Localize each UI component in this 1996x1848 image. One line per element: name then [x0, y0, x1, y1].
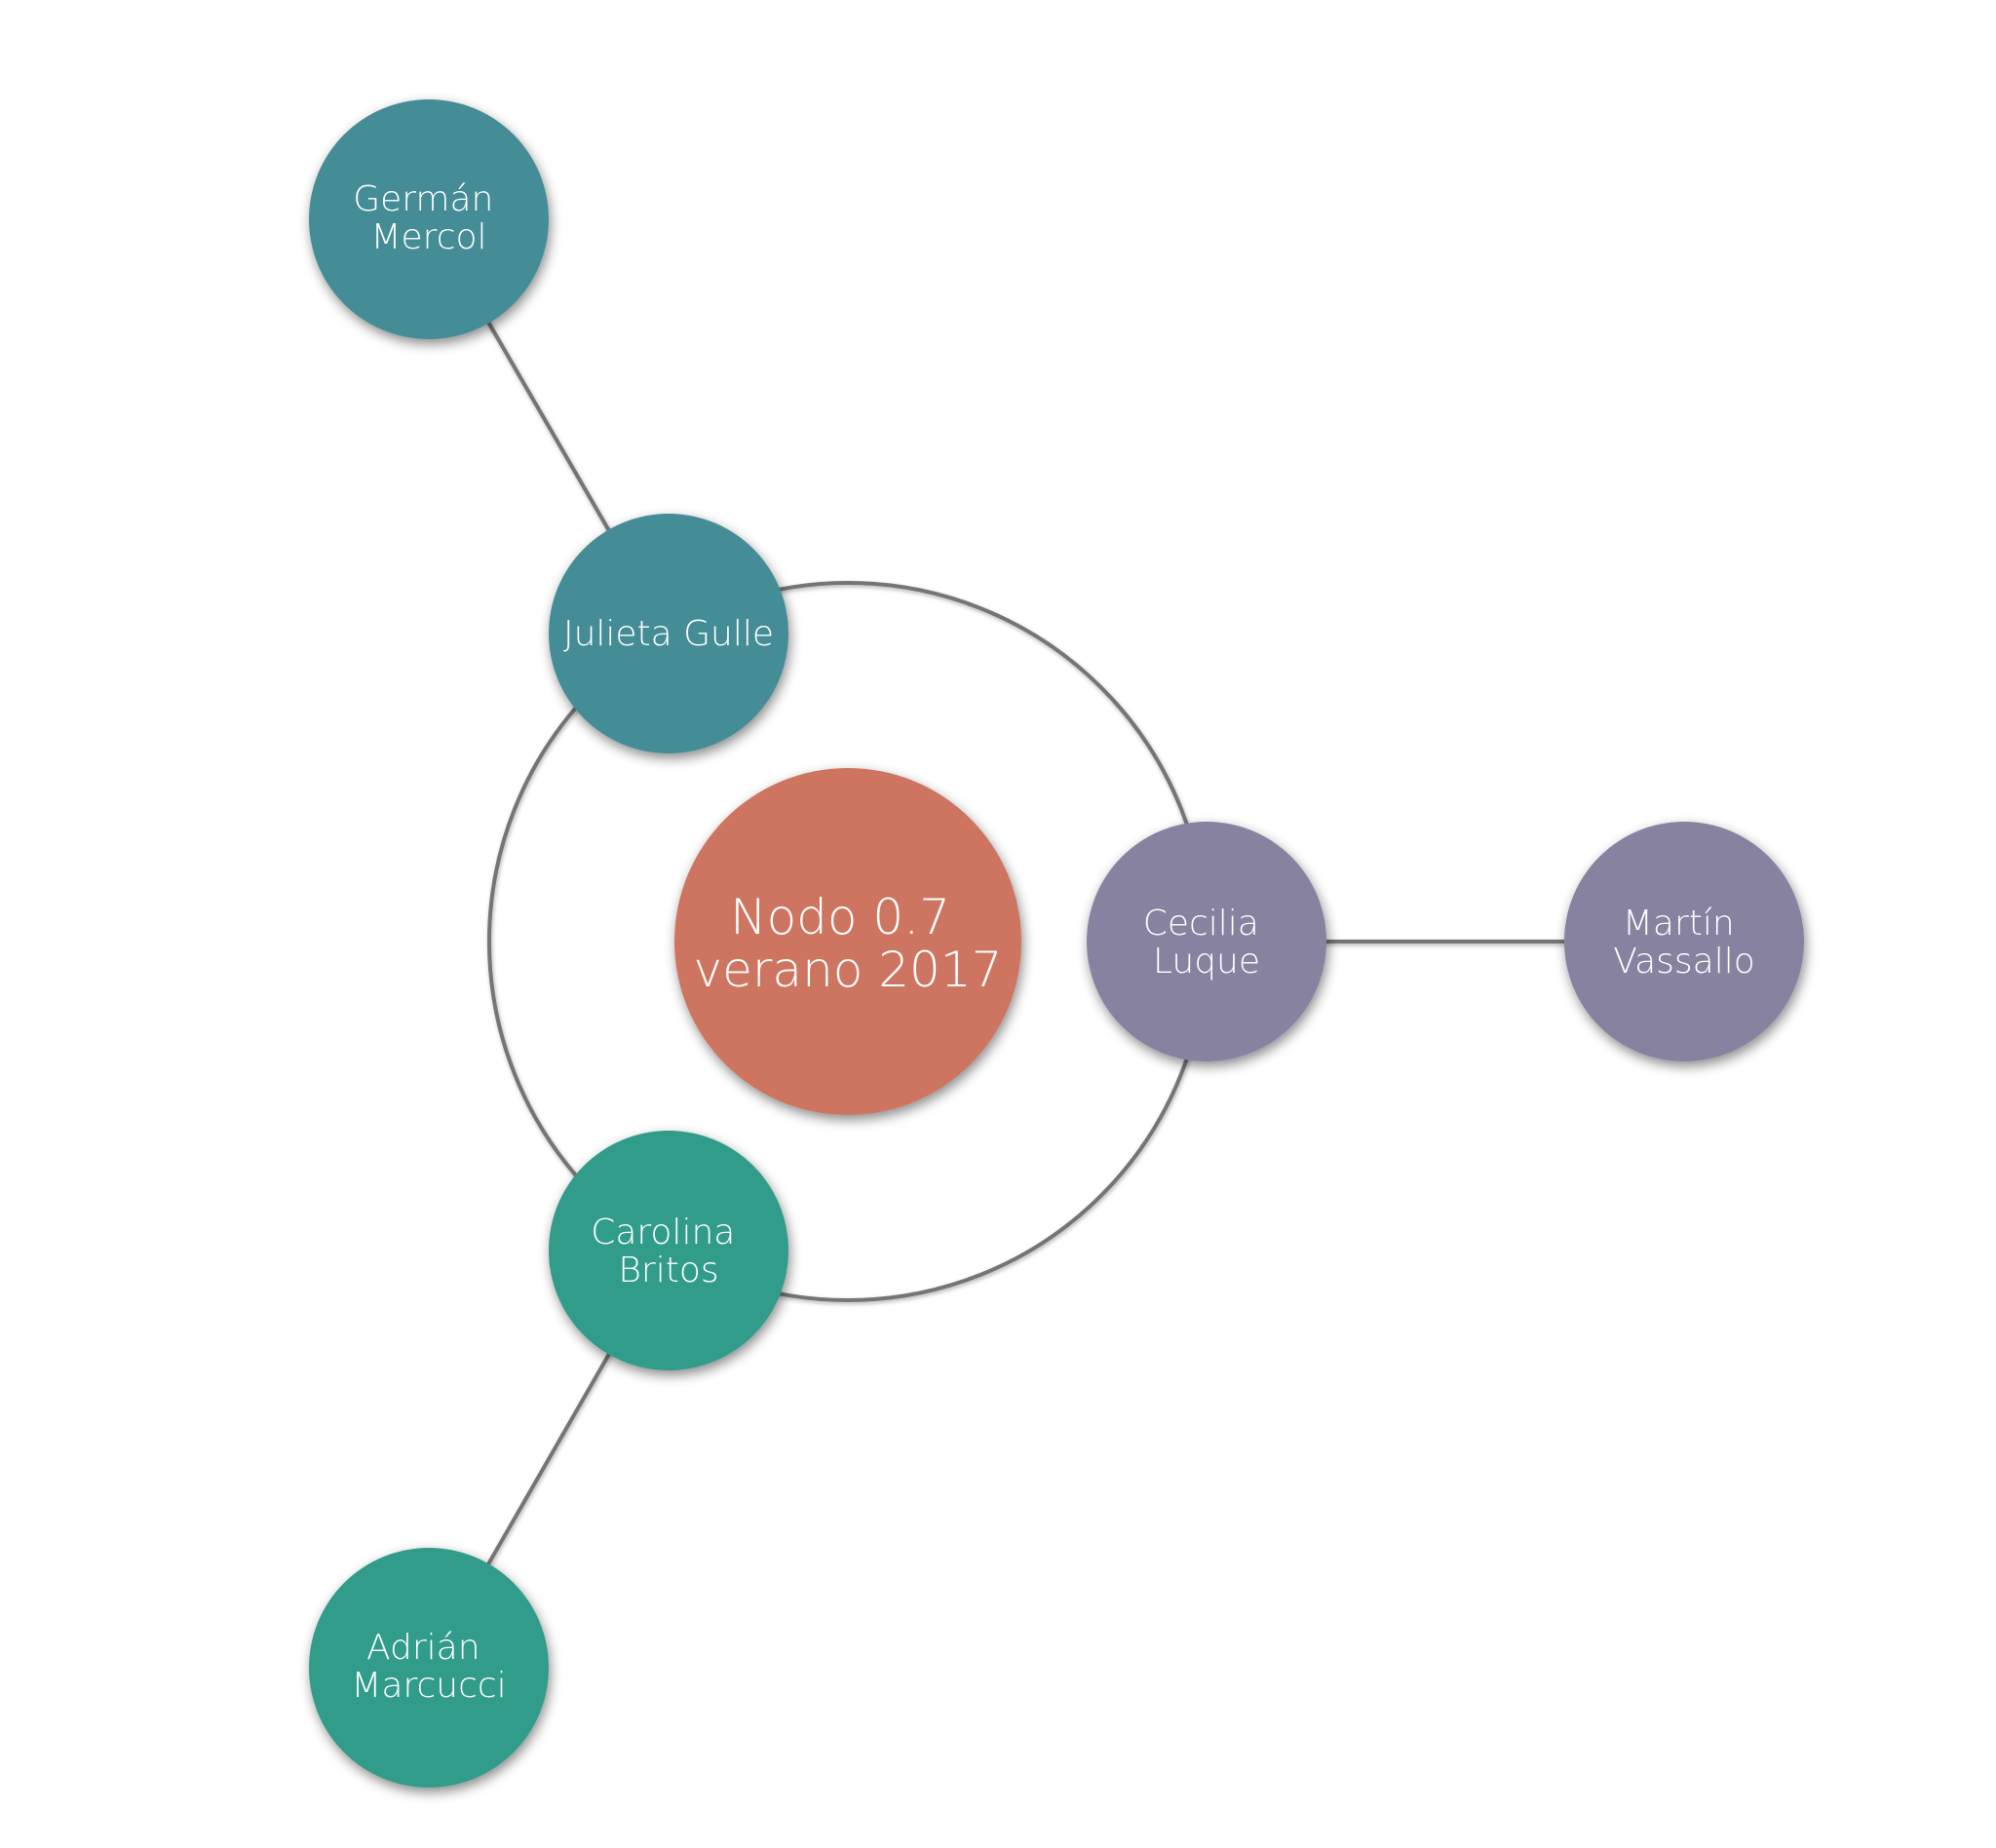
node-adrian-marcucci-label-line-2: Marcucci: [351, 1666, 506, 1706]
node-cecilia-luque-circle: [1087, 822, 1326, 1061]
node-martin-vassallo-circle: [1564, 822, 1804, 1061]
node-martin-vassallo[interactable]: Martín Vassallo: [1564, 822, 1804, 1061]
svg-text:Cecilia Luque: Cecilia Luque: [1143, 904, 1271, 982]
center-node-label-line-2: verano 2017: [694, 942, 1003, 998]
node-adrian-marcucci[interactable]: Adrián Marcucci: [309, 1548, 549, 1788]
svg-text:Nodo 0.7 verano 2017: Nodo 0.7 verano 2017: [694, 889, 1003, 998]
svg-text:Adrián Marcucci: Adrián Marcucci: [351, 1628, 506, 1706]
node-cecilia-luque-label-line-1: Cecilia: [1143, 904, 1259, 943]
node-cecilia-luque-label-line-2: Luque: [1153, 942, 1260, 982]
node-adrian-marcucci-circle: [309, 1548, 549, 1788]
node-martin-vassallo-label-line-2: Vassallo: [1613, 942, 1755, 982]
svg-text:Carolina Britos: Carolina Britos: [591, 1213, 747, 1290]
svg-text:Germán Mercol: Germán Mercol: [353, 179, 505, 257]
node-german-mercol-circle: [309, 99, 549, 339]
center-node-label-line-1: Nodo 0.7: [730, 889, 950, 945]
node-julieta-gulle-circle: [549, 514, 788, 753]
center-node-circle: [674, 768, 1021, 1115]
node-german-mercol-label-line-1: Germán: [353, 179, 493, 219]
node-julieta-gulle-label: Julieta Gulle: [563, 614, 774, 654]
node-martin-vassallo-label-line-1: Martín: [1623, 904, 1735, 943]
node-carolina-britos-label-line-1: Carolina: [591, 1213, 735, 1252]
center-node[interactable]: Nodo 0.7 verano 2017: [674, 768, 1021, 1115]
node-carolina-britos-label-line-2: Britos: [618, 1251, 718, 1290]
node-cecilia-luque[interactable]: Cecilia Luque: [1087, 822, 1326, 1061]
svg-text:Julieta Gulle: Julieta Gulle: [563, 614, 774, 654]
node-julieta-gulle[interactable]: Julieta Gulle: [549, 514, 788, 753]
node-adrian-marcucci-label-line-1: Adrián: [366, 1628, 480, 1668]
node-german-mercol[interactable]: Germán Mercol: [309, 99, 549, 339]
edges: [427, 217, 1684, 1669]
svg-text:Martín Vassallo: Martín Vassallo: [1613, 904, 1755, 982]
node-german-mercol-label-line-2: Mercol: [370, 217, 486, 257]
node-carolina-britos[interactable]: Carolina Britos: [549, 1131, 788, 1370]
node-carolina-britos-circle: [549, 1131, 788, 1370]
